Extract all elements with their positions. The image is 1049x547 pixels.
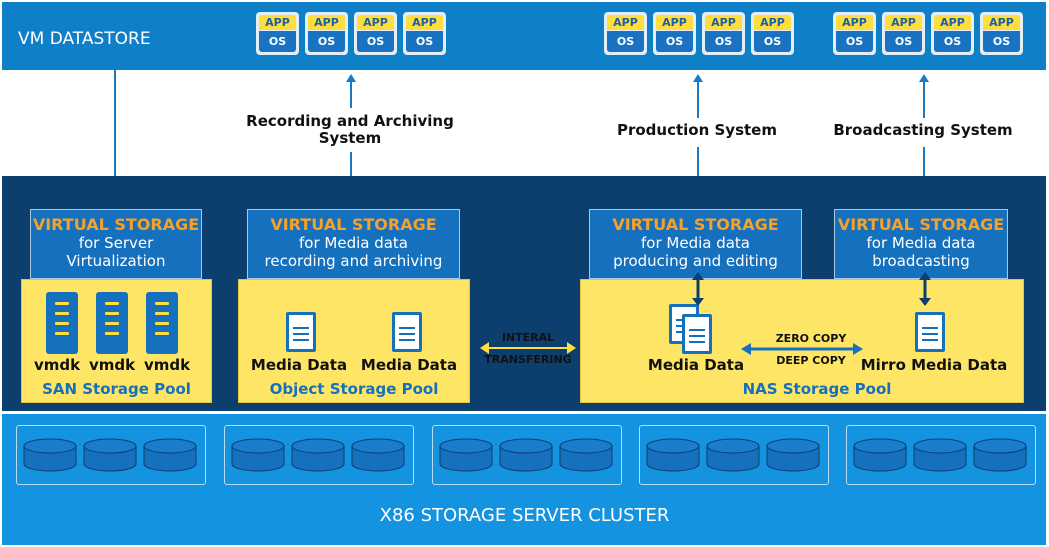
production-connector-bottom bbox=[697, 147, 699, 198]
disk-icon bbox=[351, 438, 405, 472]
disk-icon bbox=[853, 438, 907, 472]
deep-copy-label: DEEP COPY bbox=[776, 354, 846, 367]
disk-icon bbox=[913, 438, 967, 472]
internal-transfer-label: INTERAL bbox=[501, 331, 555, 344]
virtual-storage-producing: VIRTUAL STORAGE for Media data producing… bbox=[589, 209, 802, 279]
media-data-label: Media Data bbox=[250, 356, 348, 374]
virtual-storage-broadcasting: VIRTUAL STORAGE for Media data broadcast… bbox=[834, 209, 1008, 279]
server-icon bbox=[146, 292, 178, 354]
vm-datastore-title: VM DATASTORE bbox=[18, 29, 151, 49]
disk-icon bbox=[499, 438, 553, 472]
recording-system-label: Recording and Archiving System bbox=[246, 112, 454, 147]
disk-icon bbox=[439, 438, 493, 472]
disk-icon bbox=[83, 438, 137, 472]
recording-connector-top bbox=[350, 80, 352, 108]
disk-group bbox=[846, 425, 1036, 485]
disk-icon bbox=[646, 438, 700, 472]
transfer-arrow bbox=[487, 347, 569, 349]
disk-icon bbox=[143, 438, 197, 472]
san-pool-label: SAN Storage Pool bbox=[42, 380, 191, 398]
zero-copy-label: ZERO COPY bbox=[775, 332, 847, 345]
document-icon bbox=[286, 312, 316, 352]
x86-cluster-title: X86 STORAGE SERVER CLUSTER bbox=[379, 505, 670, 526]
media-data-label: Media Data bbox=[360, 356, 458, 374]
disk-icon bbox=[231, 438, 285, 472]
document-icon bbox=[915, 312, 945, 352]
server-virtualization-connector bbox=[114, 70, 116, 176]
vmdk-label: vmdk bbox=[33, 356, 81, 374]
recording-connector-bottom bbox=[350, 152, 352, 198]
disk-group bbox=[639, 425, 829, 485]
virtual-storage-recording: VIRTUAL STORAGE for Media data recording… bbox=[247, 209, 460, 279]
production-connector-top bbox=[697, 80, 699, 118]
production-system-label: Production System bbox=[616, 121, 777, 139]
broadcasting-connector-top bbox=[923, 80, 925, 118]
double-arrow-icon bbox=[480, 342, 576, 354]
vmdk-label: vmdk bbox=[143, 356, 191, 374]
copy-double-arrow-icon bbox=[741, 343, 863, 355]
disk-icon bbox=[291, 438, 345, 472]
media-data-label: Media Data bbox=[647, 356, 745, 374]
server-icon bbox=[96, 292, 128, 354]
internal-transfer-label-2: TRANSFERING bbox=[484, 353, 572, 366]
san-storage-pool: vmdk vmdk vmdk SAN Storage Pool bbox=[21, 279, 212, 403]
vmdk-label: vmdk bbox=[88, 356, 136, 374]
server-icon bbox=[46, 292, 78, 354]
disk-group bbox=[432, 425, 622, 485]
disk-group bbox=[224, 425, 414, 485]
document-icon bbox=[682, 314, 712, 354]
double-arrow-vertical-icon bbox=[692, 272, 704, 306]
disk-icon bbox=[973, 438, 1027, 472]
disk-icon bbox=[23, 438, 77, 472]
disk-icon bbox=[706, 438, 760, 472]
disk-icon bbox=[559, 438, 613, 472]
nas-storage-pool: Media Data Mirro Media Data ZERO COPY DE… bbox=[580, 279, 1024, 403]
broadcasting-system-label: Broadcasting System bbox=[833, 121, 1013, 139]
mirror-media-data-label: Mirro Media Data bbox=[860, 356, 1008, 374]
arrow-up-icon bbox=[919, 74, 929, 82]
broadcasting-connector-bottom bbox=[923, 147, 925, 198]
double-arrow-vertical-icon bbox=[919, 272, 931, 306]
arrow-up-icon bbox=[693, 74, 703, 82]
virtual-storage-server: VIRTUAL STORAGE for Server Virtualizatio… bbox=[30, 209, 202, 279]
arrow-up-icon bbox=[346, 74, 356, 82]
disk-icon bbox=[766, 438, 820, 472]
object-pool-label: Object Storage Pool bbox=[269, 380, 439, 398]
x86-storage-band bbox=[2, 414, 1046, 545]
nas-pool-label: NAS Storage Pool bbox=[742, 380, 892, 398]
document-icon bbox=[392, 312, 422, 352]
disk-group bbox=[16, 425, 206, 485]
object-storage-pool: Media Data Media Data Object Storage Poo… bbox=[238, 279, 470, 403]
